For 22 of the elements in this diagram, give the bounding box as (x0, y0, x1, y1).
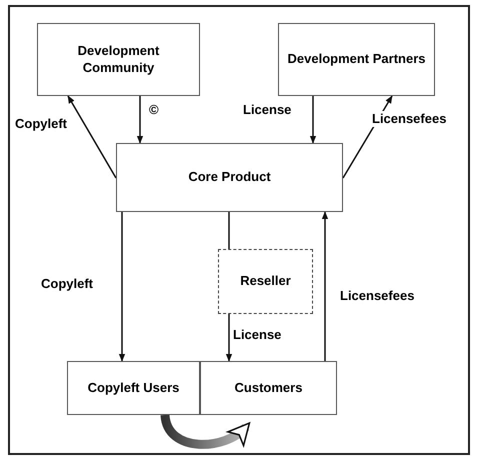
arrow (136, 96, 144, 144)
node-label: Development Community (76, 43, 160, 76)
arrow (118, 212, 126, 362)
edge-label: Licensefees (371, 111, 448, 128)
arrow (67, 95, 117, 178)
node-label: Customers (234, 380, 304, 396)
node-label: Reseller (239, 273, 292, 290)
curved-arrow (160, 414, 251, 449)
edge-label: Copyleft (40, 276, 94, 292)
node-label: Copyleft Users (86, 380, 180, 396)
process-box (37, 23, 200, 96)
arrow (310, 96, 316, 144)
process-box (116, 143, 343, 212)
edge-label: Copyleft (14, 116, 68, 132)
node-label: Core Product (187, 169, 272, 186)
process-box (200, 361, 337, 415)
node-label: Development Partners (286, 51, 426, 68)
process-box (278, 23, 435, 96)
process-box (67, 361, 200, 415)
arrow (322, 211, 328, 361)
dashed-box (218, 249, 313, 314)
arrow (226, 314, 232, 362)
